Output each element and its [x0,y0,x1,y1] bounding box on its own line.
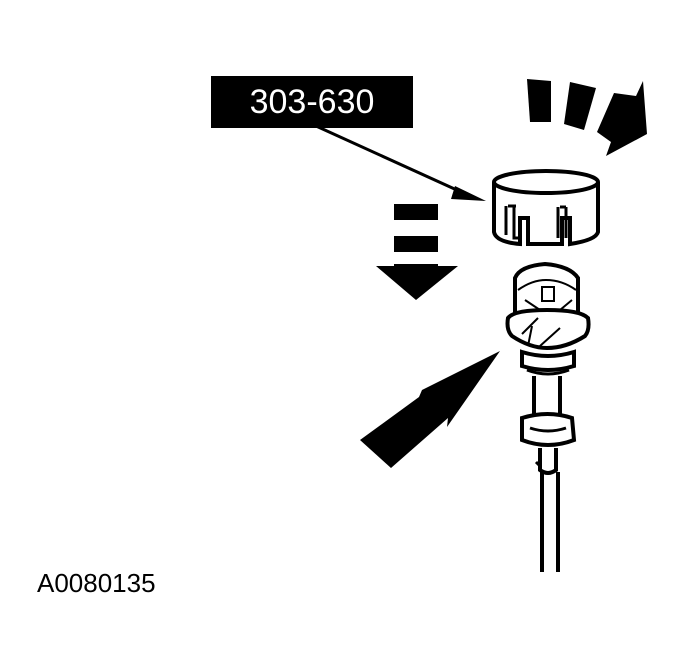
indicator-arrow-icon [360,351,500,468]
tool-number-label: 303-630 [211,76,413,128]
install-arrow-icon [376,204,458,300]
tool-cap [492,169,600,247]
leader-line-arrow [315,124,486,201]
rotate-arrow-icon [527,79,647,156]
fitting-component [505,261,591,572]
figure-id-label: A0080135 [37,568,156,598]
